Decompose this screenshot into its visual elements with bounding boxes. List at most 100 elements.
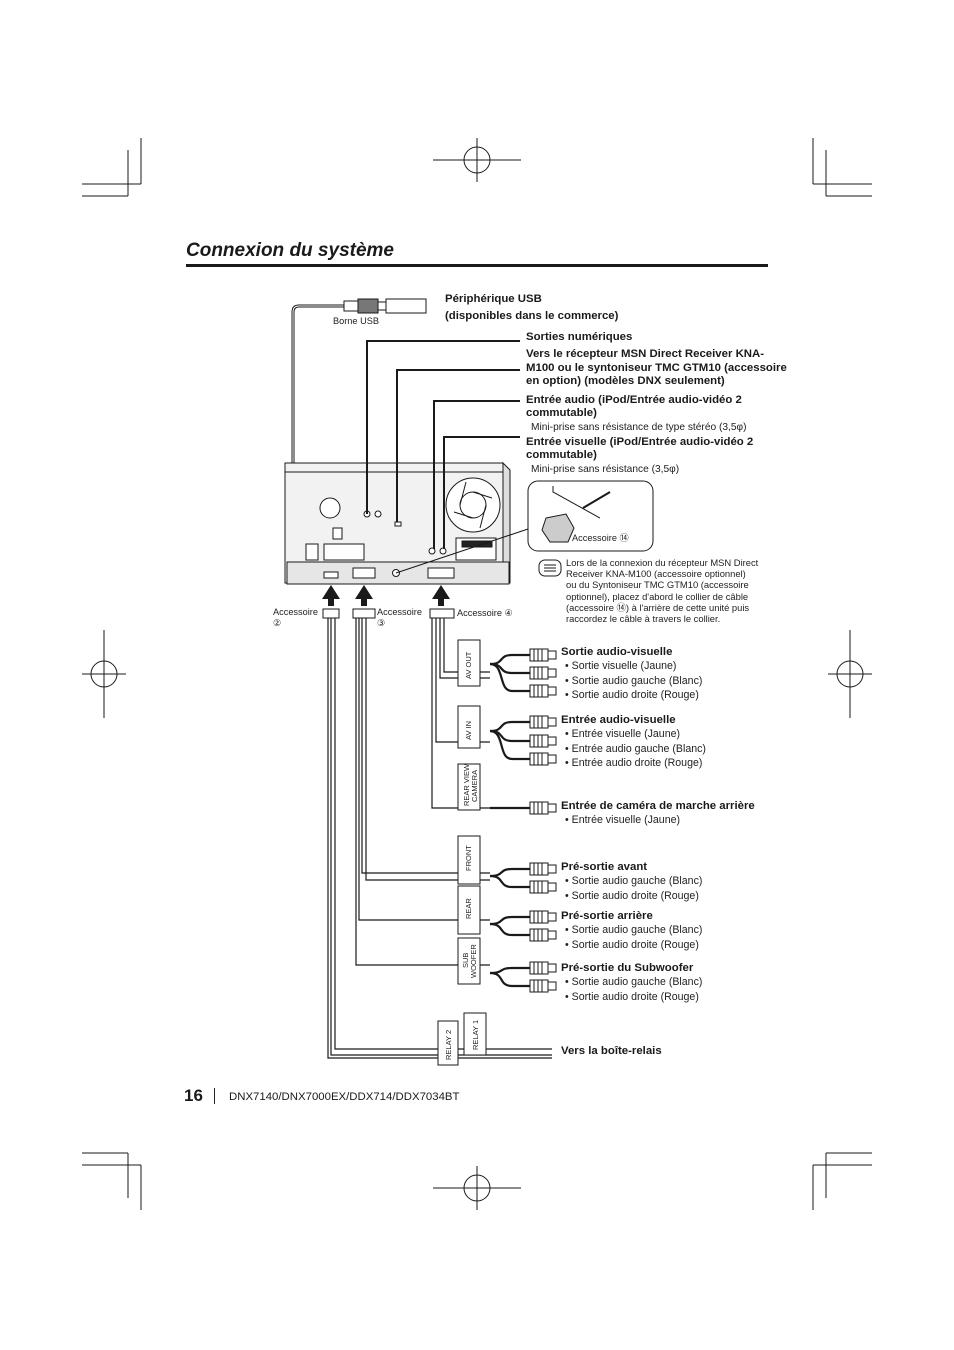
accessory-2-label-2: ②: [273, 618, 282, 628]
video-in-sub: Mini-prise sans résistance (3,5φ): [531, 464, 680, 475]
rca-plugs: [489, 648, 557, 993]
msn-label-2: M100 ou le syntoniseur TMC GTM10 (access…: [526, 362, 787, 374]
front-item: • Sortie audio droite (Rouge): [565, 889, 699, 902]
rca-plug-body: [529, 684, 549, 698]
tag-sub-label-2: WOOFER: [469, 944, 478, 978]
rca-plug-body: [529, 880, 549, 894]
av-in-block: Entrée audio-visuelle • Entrée visuelle …: [561, 714, 706, 770]
av-in-item: • Entrée audio droite (Rouge): [565, 757, 703, 769]
audio-in-sub: Mini-prise sans résistance de type stéré…: [531, 422, 747, 433]
rca-plug-body: [529, 752, 549, 766]
rca-plug-body: [529, 715, 549, 729]
rca-plug-body: [529, 801, 549, 815]
tag-front: [457, 835, 481, 885]
register-mark-right: [828, 630, 872, 718]
tag-sub-label-1: SUB: [461, 953, 470, 968]
rca-plug-body: [529, 666, 549, 680]
av-out-item: • Sortie audio droite (Rouge): [565, 689, 699, 701]
tag-rear: [457, 885, 481, 935]
av-out-title: Sortie audio-visuelle: [561, 646, 673, 658]
rca-plug-tip: [547, 930, 557, 940]
tag-front-label: FRONT: [464, 845, 473, 871]
note-line: Receiver KNA-M100 (accessoire optionnel): [566, 568, 746, 580]
rca-cable: [489, 966, 530, 975]
rca-plug-body: [529, 961, 549, 975]
title-rule: [186, 264, 768, 267]
usb-device: [289, 298, 427, 479]
accessory-4-connector: [429, 608, 455, 619]
tag-relay-1-label: RELAY 1: [471, 1020, 480, 1050]
relay-box-label: Vers la boîte-relais: [561, 1045, 662, 1057]
tag-relay-2-label: RELAY 2: [444, 1030, 453, 1060]
rca-plug-tip: [547, 717, 557, 727]
note-line: ou du Syntoniseur TMC GTM10 (accessoire: [566, 579, 749, 591]
usb-device-label-2: (disponibles dans le commerce): [445, 310, 619, 322]
rca-plug-tip: [547, 650, 557, 660]
video-in-label-2: commutable): [526, 449, 597, 461]
video-in-label-1: Entrée visuelle (iPod/Entrée audio-vidéo…: [526, 436, 754, 448]
rca-plug-tip: [547, 864, 557, 874]
av-in-item: • Entrée audio gauche (Blanc): [565, 742, 706, 755]
rca-plug-body: [529, 862, 549, 876]
accessory-2-label-1: Accessoire: [273, 607, 318, 617]
accessory-3-label-2: ③: [377, 618, 386, 628]
rear-item: • Sortie audio droite (Rouge): [565, 938, 699, 951]
rca-plug-body: [529, 910, 549, 924]
rca-cable: [489, 874, 530, 889]
note-icon: [538, 559, 562, 577]
rca-cable: [489, 922, 530, 937]
rca-plug-tip: [547, 736, 557, 746]
page-title: Connexion du système: [186, 240, 394, 261]
usb-port-label: Borne USB: [333, 316, 379, 326]
rca-plug-body: [529, 734, 549, 748]
rca-plug-body: [529, 648, 549, 662]
audio-in-label-1: Entrée audio (iPod/Entrée audio-vidéo 2: [526, 394, 742, 406]
crop-mark-top-left: [82, 138, 142, 197]
model-list: DNX7140/DNX7000EX/DDX714/DDX7034BT: [229, 1091, 460, 1103]
note-line: raccordez le câble à travers le collier.: [566, 613, 721, 625]
msn-label-3: en option) (modèles DNX seulement): [526, 375, 725, 387]
accessory-2-connector: [322, 608, 340, 619]
rca-plug-tip: [547, 882, 557, 892]
rca-cable: [489, 971, 530, 988]
front-block: Pré-sortie avant • Sortie audio gauche (…: [561, 861, 702, 903]
accessory-14-illustration: [527, 480, 654, 552]
rear-block: Pré-sortie arrière • Sortie audio gauche…: [561, 910, 702, 952]
av-out-block: Sortie audio-visuelle • Sortie visuelle …: [561, 646, 702, 702]
collar-note: Lors de la connexion du récepteur MSN Di…: [566, 557, 778, 624]
crop-mark-bottom-right: [812, 1152, 872, 1210]
rear-item: • Sortie audio gauche (Blanc): [565, 924, 703, 937]
msn-label-1: Vers le récepteur MSN Direct Receiver KN…: [526, 348, 765, 360]
note-line: optionnel), placez d'abord le collier de…: [566, 590, 749, 602]
av-in-title: Entrée audio-visuelle: [561, 714, 676, 726]
rear-camera-block: Entrée de caméra de marche arrière • Ent…: [561, 800, 755, 828]
rca-cable: [489, 653, 530, 666]
digital-out-label: Sorties numériques: [526, 331, 633, 343]
rca-plug-tip: [547, 981, 557, 991]
rca-plug-body: [529, 928, 549, 942]
register-mark-bottom: [433, 1166, 521, 1210]
crop-mark-top-right: [812, 138, 872, 197]
audio-in-label-2: commutable): [526, 407, 597, 419]
tag-rear-camera-label-1: REAR VIEW: [462, 763, 471, 806]
tag-av-in: [457, 705, 481, 749]
crop-mark-bottom-left: [82, 1152, 142, 1210]
rca-plug-tip: [547, 803, 557, 813]
tag-av-in-label: AV IN: [464, 721, 473, 740]
note-line: Lors de la connexion du récepteur MSN Di…: [566, 557, 759, 568]
front-item: • Sortie audio gauche (Blanc): [565, 875, 703, 888]
subwoofer-title: Pré-sortie du Subwoofer: [561, 962, 694, 974]
front-title: Pré-sortie avant: [561, 861, 648, 873]
tag-subwoofer: [457, 937, 481, 985]
av-out-item: • Sortie audio gauche (Blanc): [565, 674, 703, 687]
rca-plug-tip: [547, 912, 557, 922]
rca-cable: [489, 720, 530, 733]
tag-rear-camera-label-2: CAMERA: [470, 770, 479, 802]
rca-cable: [489, 867, 530, 878]
tag-av-out: [457, 639, 481, 687]
usb-device-label-1: Périphérique USB: [445, 293, 542, 305]
rear-camera-title: Entrée de caméra de marche arrière: [561, 800, 755, 812]
head-unit: [284, 461, 511, 585]
av-in-item: • Entrée visuelle (Jaune): [565, 728, 681, 741]
rear-camera-item: • Entrée visuelle (Jaune): [565, 814, 681, 827]
